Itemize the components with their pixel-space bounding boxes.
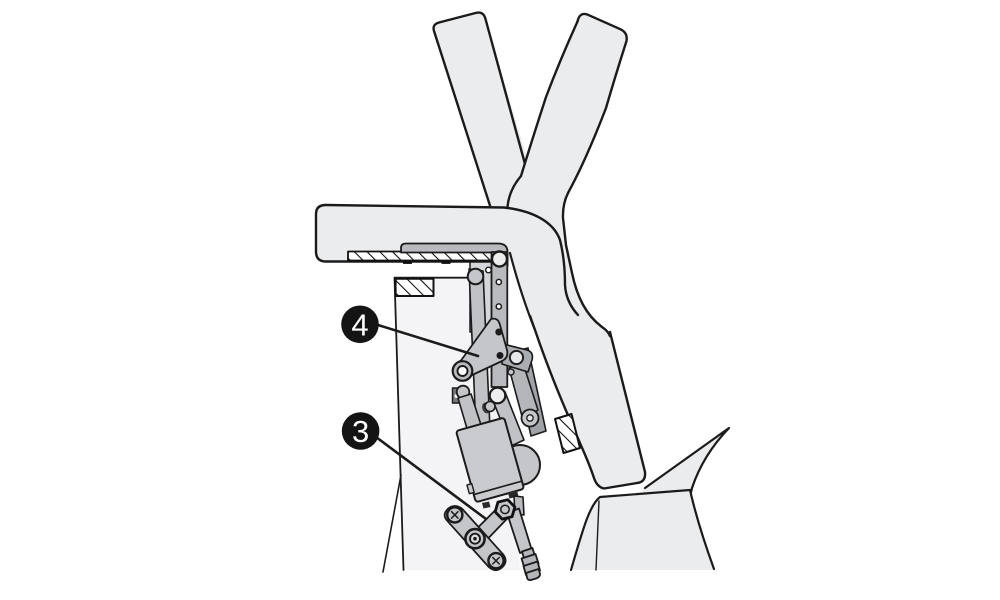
svg-text:3: 3 [352, 414, 369, 449]
svg-text:4: 4 [351, 308, 368, 343]
